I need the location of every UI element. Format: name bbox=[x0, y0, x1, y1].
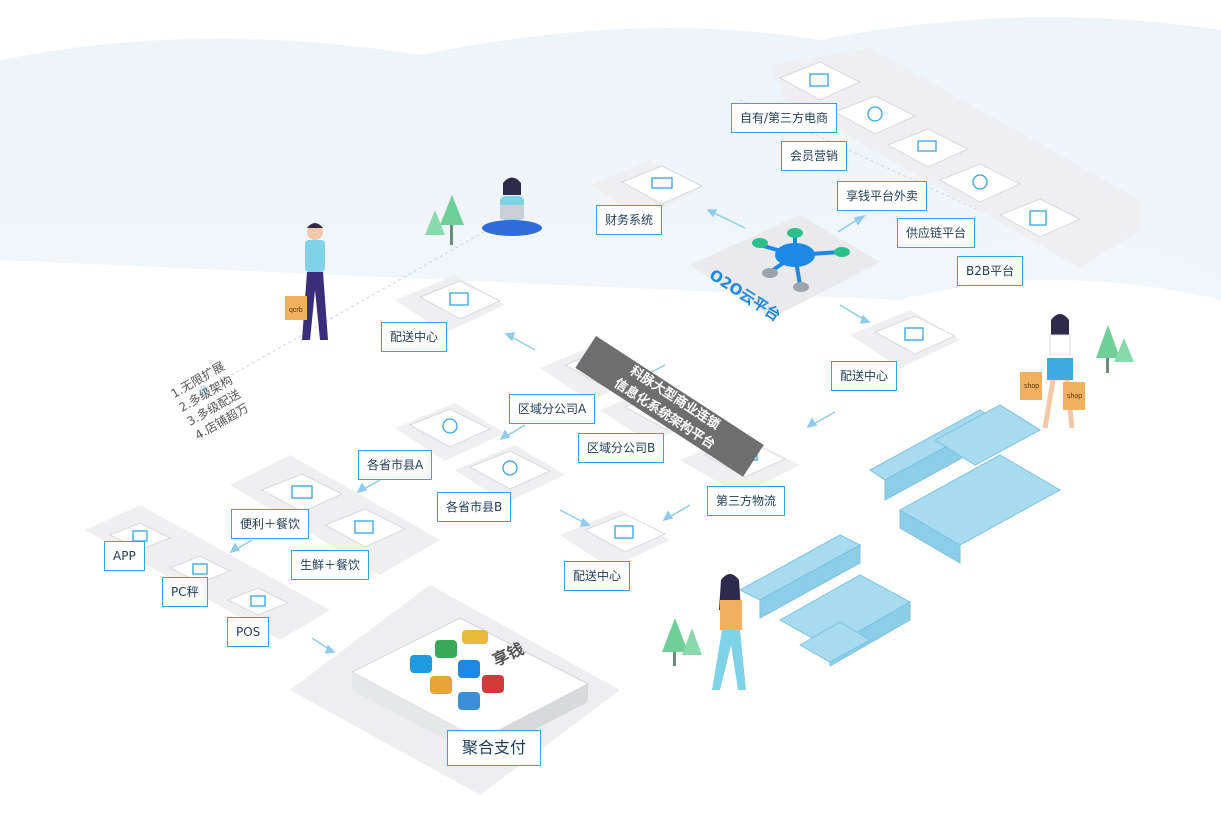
node-label-payment: 聚合支付 bbox=[447, 730, 542, 766]
node-label-takeout: 享钱平台外卖 bbox=[837, 181, 928, 211]
node-label-finance: 财务系统 bbox=[596, 205, 663, 235]
node-label-supply: 供应链平台 bbox=[897, 218, 976, 248]
node-label-fresh: 生鲜＋餐饮 bbox=[291, 550, 370, 580]
node-label-pos: POS bbox=[227, 617, 270, 647]
hub-graphic bbox=[752, 228, 850, 292]
bag-label-shop2: shop bbox=[1067, 393, 1082, 400]
node-label-ecommerce: 自有/第三方电商 bbox=[731, 103, 838, 133]
node-label-app: APP bbox=[104, 541, 145, 571]
node-label-region-b: 区域分公司B bbox=[578, 433, 665, 463]
person-woman-shopping bbox=[1020, 314, 1085, 429]
bag-label-shop1: shop bbox=[1024, 383, 1039, 390]
node-label-distribution-left: 配送中心 bbox=[381, 322, 448, 352]
node-label-province-b: 各省市县B bbox=[437, 492, 512, 522]
node-label-distribution-bottom: 配送中心 bbox=[564, 561, 631, 591]
tree-group bbox=[425, 195, 1134, 666]
node-label-logistics: 第三方物流 bbox=[707, 486, 786, 516]
node-label-province-a: 各省市县A bbox=[358, 450, 433, 480]
node-label-convenience: 便利＋餐饮 bbox=[231, 509, 310, 539]
person-sitting bbox=[482, 177, 542, 236]
node-label-region-a: 区域分公司A bbox=[509, 394, 596, 424]
person-man bbox=[285, 223, 328, 340]
person-woman-standing bbox=[712, 574, 746, 690]
node-label-member: 会员营销 bbox=[781, 141, 848, 171]
node-label-b2b: B2B平台 bbox=[957, 256, 1024, 286]
flow-arrows bbox=[229, 209, 871, 654]
decor-3d-title bbox=[738, 404, 1062, 667]
node-label-distribution-right: 配送中心 bbox=[831, 361, 898, 391]
platform-hub bbox=[690, 215, 880, 318]
guide-dot bbox=[199, 385, 209, 395]
bag-label-left: qcrb bbox=[289, 307, 303, 314]
node-label-pc-scale: PC秤 bbox=[162, 577, 208, 607]
